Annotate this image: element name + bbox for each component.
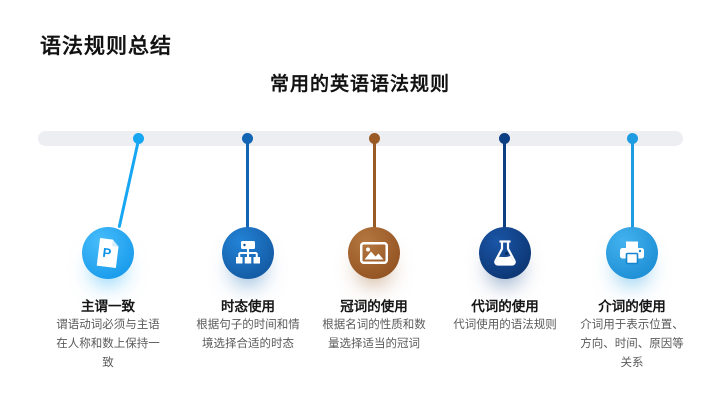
page-title: 语法规则总结	[40, 35, 172, 58]
timeline-track	[38, 131, 683, 146]
item-desc: 根据名词的性质和数 量选择适当的冠词	[322, 319, 426, 350]
connector-line	[246, 140, 249, 230]
printer-icon	[620, 241, 644, 265]
item-title: 时态使用	[221, 299, 275, 314]
image-icon	[360, 242, 388, 264]
connector-line	[117, 139, 140, 229]
timeline-dot	[499, 133, 510, 144]
item-desc: 根据句子的时间和情 境选择合适的时态	[196, 319, 300, 350]
icon-bubble: P	[82, 227, 134, 279]
slide-subtitle: 常用的英语语法规则	[269, 74, 450, 95]
icon-bubble	[479, 227, 531, 279]
connector-line	[503, 140, 506, 230]
connector-line	[631, 140, 634, 230]
item-desc: 谓语动词必须与主语 在人称和数上保持一 致	[56, 319, 160, 369]
icon-bubble	[348, 227, 400, 279]
item-title: 冠词的使用	[340, 299, 408, 314]
connector-line	[373, 140, 376, 230]
p-file-icon: P	[96, 238, 119, 268]
item-desc: 代词使用的语法规则	[453, 319, 557, 331]
icon-bubble	[222, 227, 274, 279]
timeline-dot	[242, 133, 253, 144]
item-title: 代词的使用	[471, 299, 539, 314]
item-title: 主谓一致	[81, 299, 135, 314]
timeline-dot	[369, 133, 380, 144]
sitemap-icon	[236, 241, 260, 264]
item-title: 介词的使用	[598, 299, 666, 314]
icon-bubble	[606, 227, 658, 279]
item-desc: 介词用于表示位置、 方向、时间、原因等 关系	[580, 319, 684, 369]
timeline-dot	[133, 133, 144, 144]
p-file-letter: P	[102, 245, 113, 261]
timeline-dot	[627, 133, 638, 144]
flask-icon	[494, 240, 516, 266]
